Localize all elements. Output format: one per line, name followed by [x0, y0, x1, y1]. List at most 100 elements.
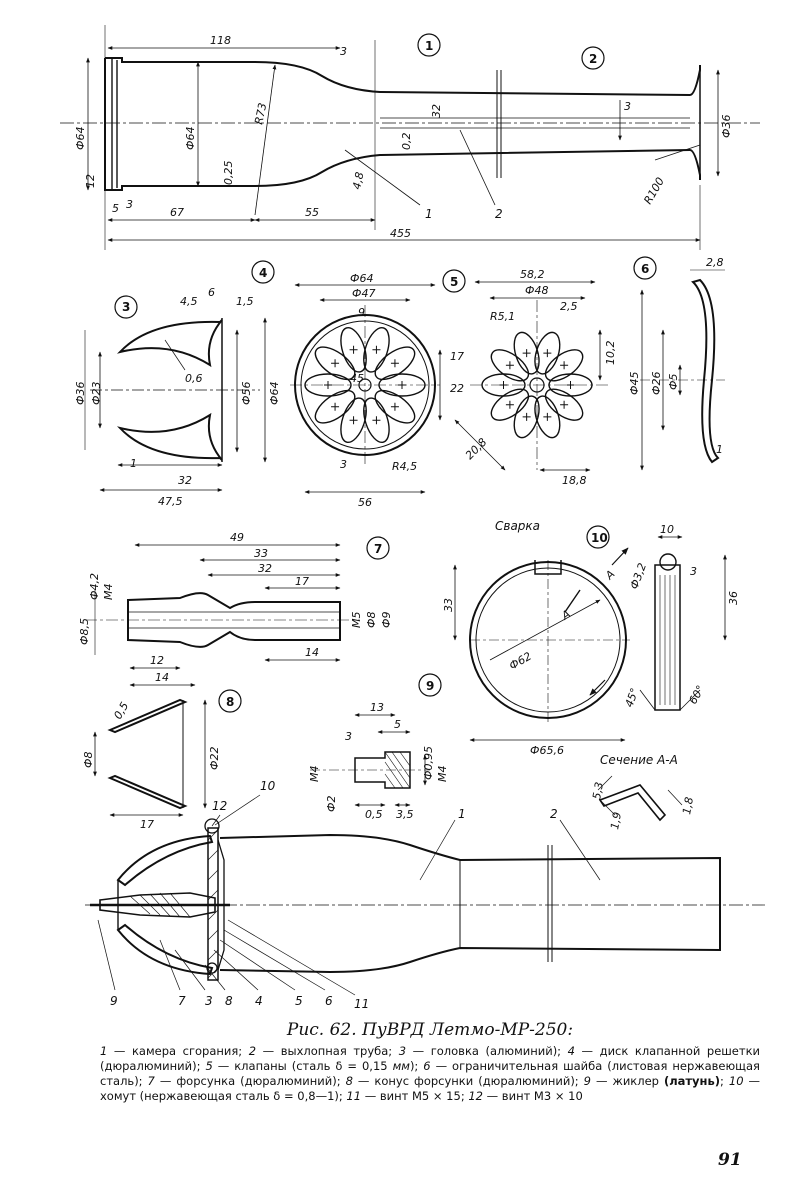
callout: 2 [550, 807, 558, 821]
valve-petal [544, 349, 584, 382]
legend-num: 8 [345, 1074, 353, 1088]
callout: 12 [212, 799, 227, 813]
petal-mark [505, 400, 514, 409]
legend-text: — винт М5 × 15; [361, 1089, 469, 1103]
dimension: Ф0,95 [422, 746, 435, 780]
dimension: 14 [305, 646, 319, 659]
legend-num: 6 [423, 1059, 431, 1073]
dimension: А [558, 607, 572, 623]
view-9-labels: 9 13 5 3 Ф0,95 М4 М4 Ф2 0,5 3,5 [308, 679, 449, 821]
callout: 3 [205, 994, 213, 1008]
dimension: 1 [716, 443, 723, 456]
view-number: 7 [374, 542, 382, 556]
valve-petal [374, 389, 416, 424]
petal-mark [331, 402, 340, 411]
dimension: 3,5 [396, 808, 414, 821]
dimension: Ф36 [720, 115, 733, 138]
dimension: 55 [305, 206, 319, 219]
dimension: Ф26 [650, 372, 663, 395]
dimension: 0,25 [222, 161, 235, 186]
legend-material: (латунь) [663, 1074, 721, 1088]
technical-drawing: 1 2 118 3 455 67 55 3 5 Ф64 Ф64 12 0,25 … [60, 25, 765, 1011]
valve-petal [363, 326, 390, 373]
dimension: М5 [350, 612, 363, 629]
legend-text: — ограничительная шайба (листовая нержав… [100, 1059, 760, 1088]
petal-mark [349, 416, 358, 425]
dimension: 3 [340, 45, 347, 58]
dimension: 0,2 [400, 133, 413, 151]
callout: 1 [458, 807, 466, 821]
dimension: 14 [155, 671, 169, 684]
dimension: 45 [350, 372, 364, 385]
dimension: 17 [450, 350, 464, 363]
view-number: 8 [226, 695, 234, 709]
valve-petal [340, 326, 367, 373]
petal-mark [522, 349, 531, 358]
view-4-labels: 4 Ф64 Ф47 9 17 22 45 3 R4,5 56 [259, 266, 464, 509]
dimension: Ф8 [82, 752, 95, 768]
dimension: 60° [686, 683, 707, 706]
valve-petal [374, 346, 416, 381]
dimension: 5 [394, 718, 401, 731]
legend-num: 10 [728, 1074, 744, 1088]
valve-petal [340, 397, 367, 444]
callout: 11 [354, 997, 369, 1011]
callout: 9 [110, 994, 118, 1008]
legend-text: — винт М3 × 10 [483, 1089, 583, 1103]
legend-num: 2 [248, 1044, 257, 1058]
view-1-labels: 1 2 118 3 455 67 55 3 5 Ф64 Ф64 12 0,25 … [74, 34, 733, 240]
dimension: R73 [252, 102, 269, 126]
callout: 7 [178, 994, 186, 1008]
petal-mark [505, 361, 514, 370]
view-9-jet [310, 673, 442, 807]
view-5-labels: 5 58,2 Ф48 R5,1 2,5 10,2 20,8 18,8 [450, 268, 617, 487]
view-3-head [84, 295, 267, 492]
view-3-labels: 3 4,5 6 1,5 0,6 Ф56 Ф64 Ф36 Ф23 1 32 47,… [74, 286, 281, 508]
legend-text: — камера сгорания; [107, 1044, 249, 1058]
callout: 8 [225, 994, 233, 1008]
legend-text: — форсунка (дюралюминий); [154, 1074, 346, 1088]
dimension: 47,5 [158, 495, 183, 508]
view-number: 2 [589, 52, 597, 66]
page-number: 91 [718, 1150, 742, 1170]
legend-num: 9 [583, 1074, 591, 1088]
dimension: R4,5 [392, 460, 417, 473]
legend-text: — жиклер [591, 1074, 664, 1088]
dimension: 1,8 [680, 796, 696, 815]
view-number: 5 [450, 275, 458, 289]
dimension: 17 [140, 818, 154, 831]
dimension: Ф8,5 [78, 618, 91, 645]
legend-text: — хомут (нержавеющая сталь δ = 0,8—1); [100, 1074, 761, 1103]
dimension: 118 [210, 34, 231, 47]
view-7-injector [85, 536, 390, 687]
dimension: 3 [126, 198, 133, 211]
dimension: Ф2 [325, 796, 338, 812]
view-5-valves [442, 269, 610, 472]
dimension: 10,2 [604, 341, 617, 366]
dimension: 56 [358, 496, 372, 509]
dimension: 1,9 [608, 811, 624, 830]
legend-text: — конус форсунки (дюралюминий); [352, 1074, 584, 1088]
view-number: 9 [426, 679, 434, 693]
callout: 4 [255, 994, 263, 1008]
dimension: 20,8 [463, 436, 490, 463]
dimension: 2,8 [706, 256, 724, 269]
view-10-labels: 10 Сварка 33 А А Ф62 Ф65,6 10 Ф3,2 3 36 … [442, 519, 740, 831]
view-6-limiting-washer [633, 256, 725, 471]
petal-mark [331, 359, 340, 368]
dimension: 32 [258, 562, 272, 575]
dimension: Ф9 [380, 612, 393, 628]
petal-mark [390, 402, 399, 411]
legend-text: ); [409, 1059, 424, 1073]
view-4-valve-disk [251, 260, 442, 494]
dimension: М4 [308, 766, 321, 783]
dimension: Ф64 [268, 382, 281, 405]
view-6-labels: 6 2,8 Ф45 Ф26 Ф5 1 [628, 256, 724, 456]
valve-petal [363, 397, 390, 444]
dimension: 1,5 [236, 295, 254, 308]
dimension: 3 [340, 458, 347, 471]
dimension: 67 [170, 206, 184, 219]
dimension: 32 [178, 474, 192, 487]
dimension: Ф8 [365, 612, 378, 628]
legend-text: ; [720, 1074, 729, 1088]
